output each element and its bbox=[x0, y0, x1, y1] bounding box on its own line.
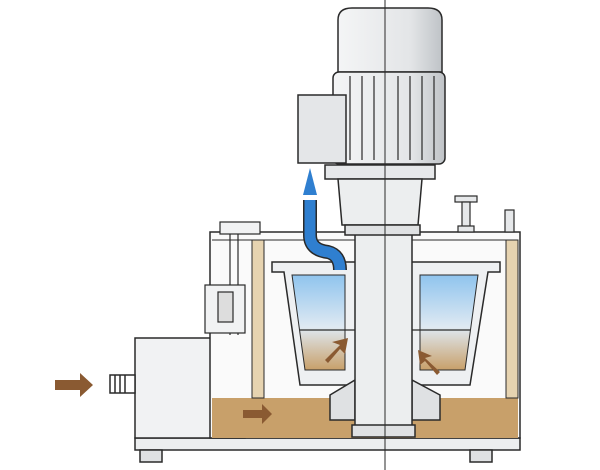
drive-shaft-column bbox=[351, 231, 416, 438]
electric-motor bbox=[332, 7, 446, 165]
machine-base bbox=[134, 437, 521, 463]
insulation-left bbox=[251, 239, 265, 399]
solids-flow-arrows bbox=[243, 338, 440, 424]
level-sensor bbox=[204, 221, 261, 335]
vent-pipe bbox=[303, 168, 347, 271]
bearing-housing bbox=[324, 164, 436, 236]
vent-flow-arrow bbox=[303, 168, 317, 195]
insulation-right bbox=[505, 239, 519, 399]
inlet-flow-arrow bbox=[55, 373, 93, 397]
terminal-box bbox=[297, 94, 347, 164]
valve-handle bbox=[454, 195, 515, 233]
